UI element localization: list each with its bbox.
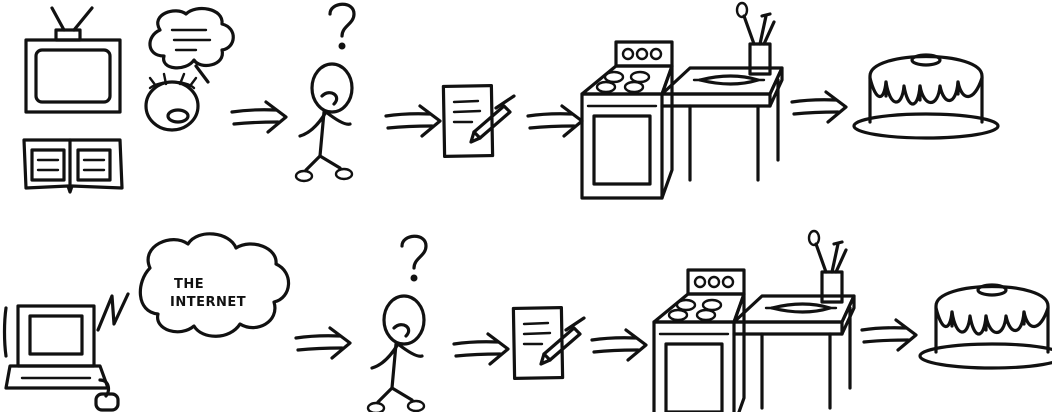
recipe-note-2 (513, 308, 584, 379)
thinking-cook-icon (146, 9, 233, 130)
tv-icon (26, 8, 120, 112)
cloud-label-line2: INTERNET (170, 295, 246, 310)
row-2: THE INTERNET (5, 231, 1052, 412)
arrow-2-3 (592, 330, 646, 360)
arrow-2-2 (454, 334, 508, 364)
arrow-1-2 (386, 106, 440, 136)
computer-icon (5, 294, 129, 410)
bundt-cake-1 (854, 55, 998, 138)
arrow-2-1 (296, 328, 350, 358)
arrow-1-3 (528, 106, 582, 136)
kitchen-1 (582, 3, 782, 198)
confused-person-2 (368, 236, 426, 412)
bundt-cake-2 (920, 285, 1052, 368)
kitchen-2 (654, 231, 854, 412)
cloud-label-line1: THE (174, 277, 204, 292)
arrow-1-4 (792, 92, 846, 122)
arrow-2-4 (862, 320, 916, 350)
confused-person-1 (296, 4, 354, 181)
row-1 (24, 3, 998, 198)
book-icon (24, 140, 122, 192)
recipe-note-1 (443, 86, 514, 157)
arrow-1-1 (232, 102, 286, 132)
internet-cloud: THE INTERNET (140, 234, 288, 336)
